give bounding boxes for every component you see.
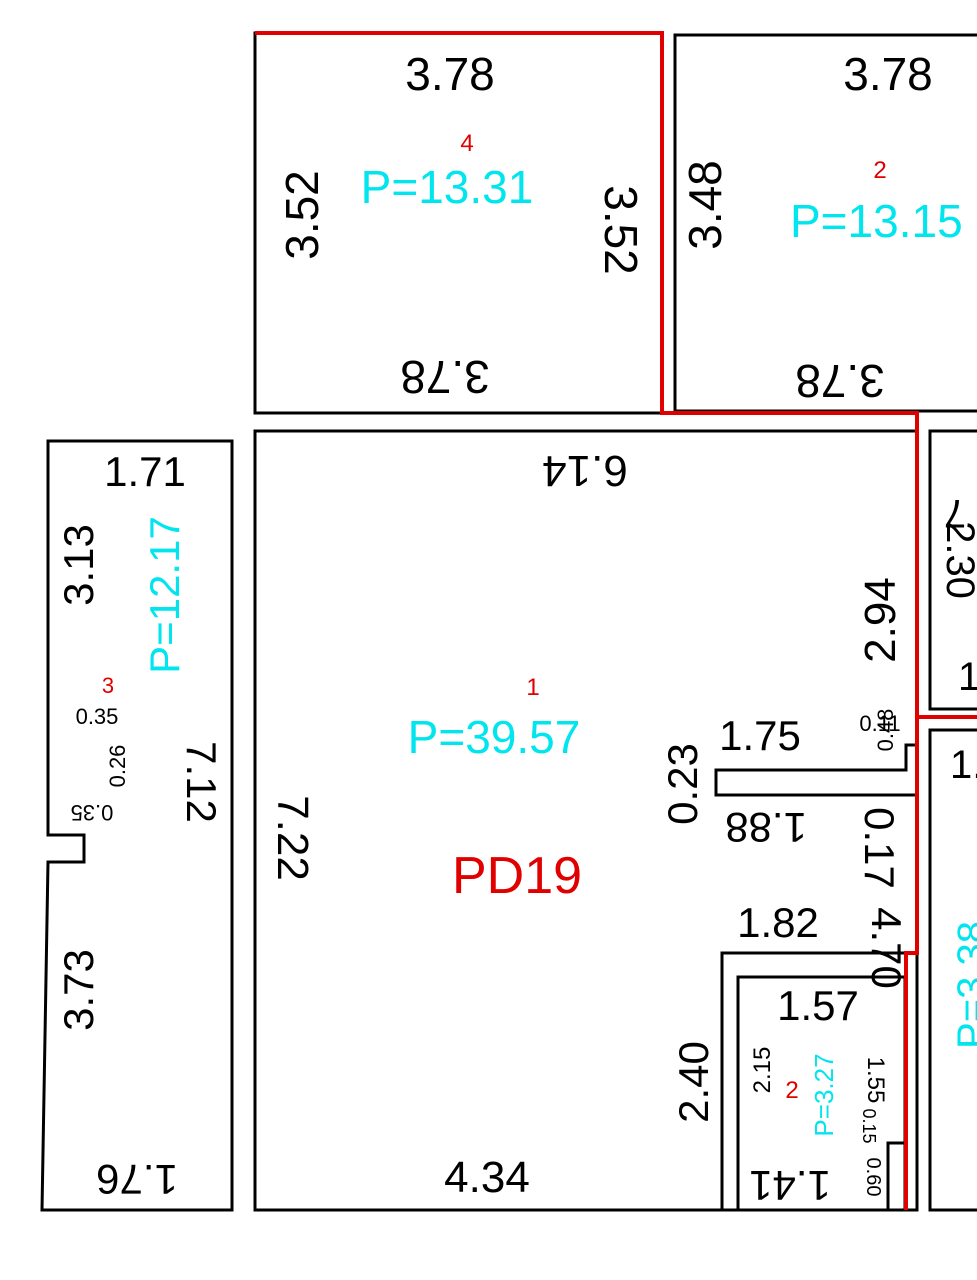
room-2-area: P=13.15	[790, 195, 963, 247]
room-1-right-upper-dim: 2.94	[856, 577, 905, 663]
room-2-number: 2	[873, 157, 886, 184]
room-3-notch-depth-dim: 0.26	[105, 745, 130, 788]
room-2-small-a-dim: 0.15	[859, 1108, 879, 1143]
room-1-nook-dim: 0.11	[859, 711, 900, 736]
room-3-notch-bottom-dim: 0.35	[71, 800, 114, 825]
room-1-step-dim: 0.48	[873, 709, 898, 752]
room-2-small-right-dim: 1.55	[862, 1057, 889, 1104]
room-4-top-dim: 3.78	[405, 48, 495, 100]
room-2-small-left-dim: 2.15	[749, 1047, 776, 1094]
room-4-number: 4	[460, 130, 473, 157]
room-1-inner-dim: 2.40	[670, 1041, 717, 1123]
room-3-bottom-dim: 1.76	[96, 1156, 178, 1203]
room-2-small-b-dim: 0.60	[862, 1158, 884, 1197]
room-1-right-lower-dim: 4.70	[863, 907, 910, 989]
room-1-wall-bottom-dim: 1.88	[725, 804, 807, 851]
plan-label: PD19	[452, 847, 582, 905]
room-4-area: P=13.31	[361, 161, 534, 213]
right-edge-upper-b: 1	[958, 655, 977, 699]
room-4-right-dim: 3.52	[595, 185, 647, 275]
boundary-line	[255, 31, 919, 1210]
room-3-top-dim: 1.71	[104, 448, 186, 495]
room-3-notch-top-dim: 0.35	[76, 704, 119, 729]
right-edge-lower-a: 1.	[950, 743, 977, 787]
room-3-right-dim: 7.12	[178, 741, 225, 823]
room-1-top-dim: 6.14	[542, 446, 628, 495]
room-1-bottom-dim: 4.34	[444, 1153, 530, 1202]
room-4-bottom-dim: 3.78	[400, 351, 490, 403]
right-edge-area-fragment: P=3.38	[950, 921, 977, 1049]
room-2-small-number: 2	[785, 1077, 798, 1104]
partition-wall	[714, 743, 917, 797]
small-box	[886, 1141, 907, 1212]
right-edge-upper-c: 7	[944, 491, 966, 535]
room-2-small-outline	[720, 951, 919, 1212]
room-3-side-lower-dim: 3.73	[55, 949, 102, 1031]
room-2-left-dim: 3.48	[679, 160, 731, 250]
room-1-number: 1	[526, 674, 539, 701]
room-3-number: 3	[102, 673, 114, 698]
room-1-right-mid-dim: 0.17	[856, 807, 903, 889]
room-2-small-area: P=3.27	[809, 1053, 839, 1136]
room-2-top-dim: 3.78	[843, 48, 933, 100]
room-2-small-top-dim: 1.57	[777, 982, 859, 1029]
room-2-small-bottom-dim: 1.41	[749, 1162, 831, 1209]
room-3-side-upper-dim: 3.13	[55, 524, 102, 606]
room-1-ledge-dim: 1.82	[737, 899, 819, 946]
right-room-upper-outline	[928, 429, 977, 711]
room-1-left-dim: 7.22	[268, 795, 317, 881]
room-3-outline	[40, 439, 234, 1212]
room-1-wall-thk-dim: 0.23	[659, 743, 706, 825]
room-4-left-dim: 3.52	[276, 170, 328, 260]
room-1-wall-len-dim: 1.75	[719, 712, 801, 759]
room-2-bottom-dim: 3.78	[795, 355, 885, 407]
right-room-lower-outline	[928, 728, 977, 1212]
room-1-area: P=39.57	[408, 711, 581, 763]
right-edge-upper-a: 2.30	[938, 521, 977, 599]
room-3-area: P=12.17	[141, 516, 188, 674]
